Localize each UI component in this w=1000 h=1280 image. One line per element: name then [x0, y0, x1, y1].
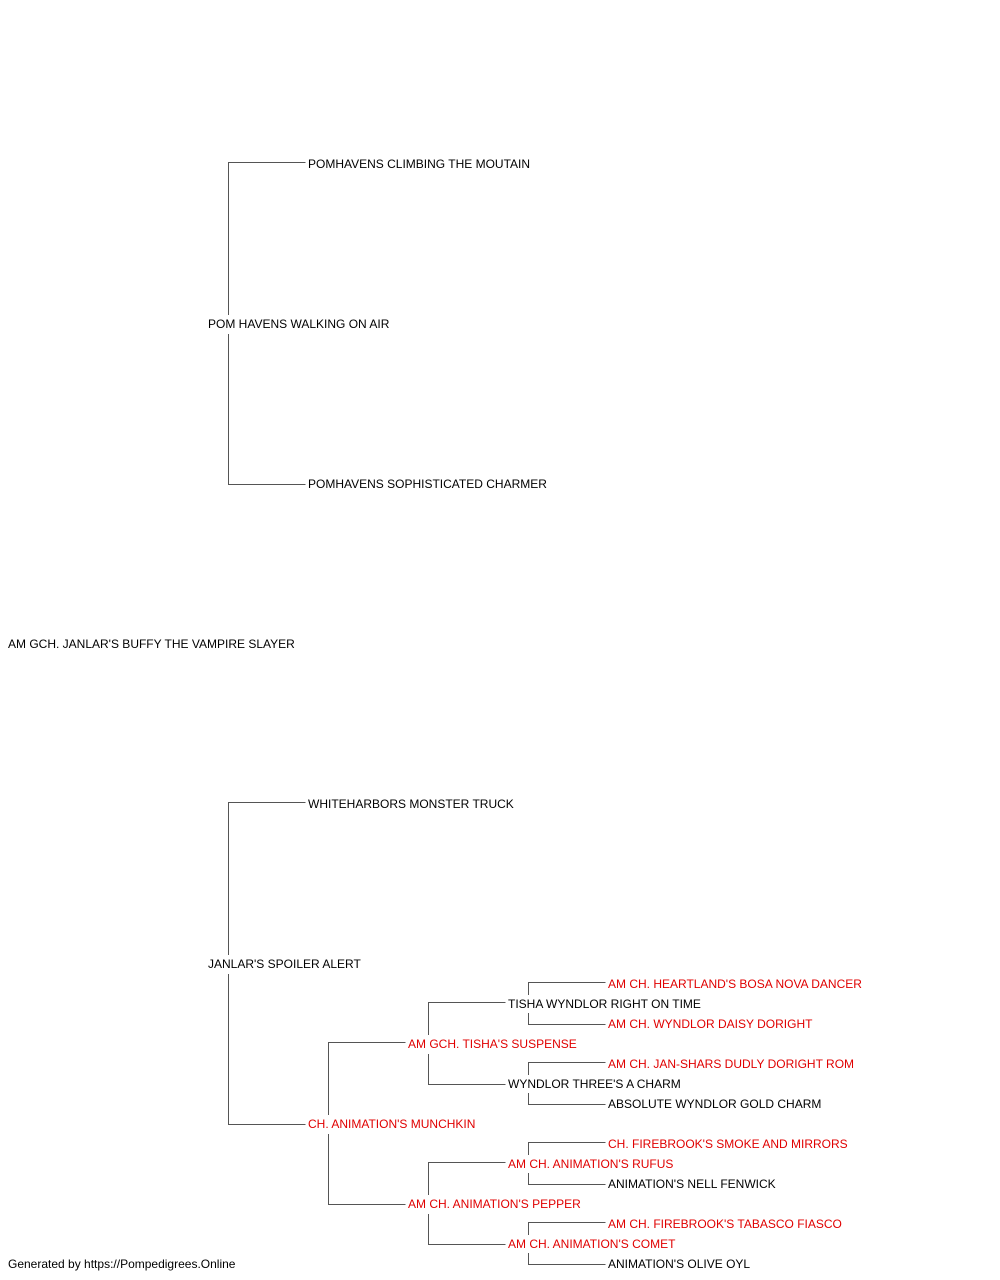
dam-dam-name: CH. ANIMATION'S MUNCHKIN: [308, 1116, 478, 1132]
dam-sire-name: WHITEHARBORS MONSTER TRUCK: [308, 796, 516, 812]
connector-charm-to-sire: [528, 1062, 606, 1075]
connector-pepper-to-dam: [428, 1214, 506, 1245]
ddddd-name: ANIMATION'S OLIVE OYL: [608, 1256, 753, 1272]
dam-name: JANLAR'S SPOILER ALERT: [208, 956, 363, 972]
connector-righttime-to-sire: [528, 982, 606, 995]
sire-sire-name: POMHAVENS CLIMBING THE MOUTAIN: [308, 156, 533, 172]
sire-dam-name: POMHAVENS SOPHISTICATED CHARMER: [308, 476, 549, 492]
ddsss-name: AM CH. HEARTLAND'S BOSA NOVA DANCER: [608, 976, 864, 992]
connector-charm-to-dam: [528, 1093, 606, 1105]
ddss-name: TISHA WYNDLOR RIGHT ON TIME: [508, 996, 703, 1012]
connector-rufus-to-sire: [528, 1142, 606, 1155]
connector-dam-to-sire: [228, 802, 306, 955]
connector-munchkin-to-sire: [328, 1042, 406, 1115]
connector-pepper-to-sire: [428, 1162, 506, 1195]
connector-munchkin-to-dam: [328, 1134, 406, 1205]
ddsdd-name: ABSOLUTE WYNDLOR GOLD CHARM: [608, 1096, 824, 1112]
ddssd-name: AM CH. WYNDLOR DAISY DORIGHT: [608, 1016, 815, 1032]
connector-rufus-to-dam: [528, 1173, 606, 1185]
connector-comet-to-sire: [528, 1222, 606, 1235]
dddds-name: AM CH. FIREBROOK'S TABASCO FIASCO: [608, 1216, 844, 1232]
connector-sire-to-sire: [228, 162, 306, 315]
ddsd-name: WYNDLOR THREE'S A CHARM: [508, 1076, 683, 1092]
ddds-name: AM CH. ANIMATION'S RUFUS: [508, 1156, 676, 1172]
connector-righttime-to-dam: [528, 1013, 606, 1025]
dddss-name: CH. FIREBROOK'S SMOKE AND MIRRORS: [608, 1136, 850, 1152]
dam-dam-sire-name: AM GCH. TISHA'S SUSPENSE: [408, 1036, 579, 1052]
dam-dam-dam-name: AM CH. ANIMATION'S PEPPER: [408, 1196, 583, 1212]
ddsds-name: AM CH. JAN-SHARS DUDLY DORIGHT ROM: [608, 1056, 857, 1072]
connector-dam-to-dam: [228, 974, 306, 1125]
connector-sire-to-dam: [228, 334, 306, 485]
dddd-name: AM CH. ANIMATION'S COMET: [508, 1236, 678, 1252]
connector-suspense-to-sire: [428, 1002, 506, 1035]
sire-name: POM HAVENS WALKING ON AIR: [208, 316, 392, 332]
connector-suspense-to-dam: [428, 1054, 506, 1085]
generator-footer: Generated by https://Pompedigrees.Online: [8, 1257, 236, 1271]
subject-dog-name: AM GCH. JANLAR'S BUFFY THE VAMPIRE SLAYE…: [8, 636, 297, 652]
dddsd-name: ANIMATION'S NELL FENWICK: [608, 1176, 778, 1192]
connector-comet-to-dam: [528, 1253, 606, 1265]
